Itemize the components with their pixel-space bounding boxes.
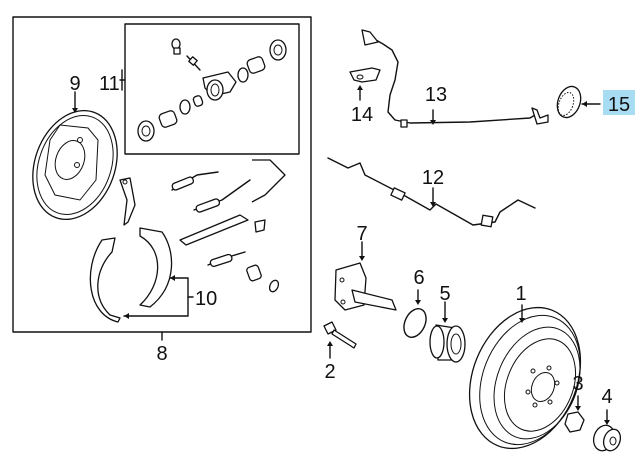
wheel-bearing-part[interactable] bbox=[429, 324, 466, 363]
dust-cap-part[interactable] bbox=[590, 422, 623, 453]
wheel-cylinder-kit-box bbox=[124, 23, 300, 155]
callout-15[interactable]: 15 bbox=[608, 94, 630, 116]
brake-hardware[interactable] bbox=[119, 159, 286, 293]
callout-7[interactable]: 7 bbox=[356, 223, 367, 245]
callout-5[interactable]: 5 bbox=[439, 283, 450, 305]
callout-10-leader bbox=[123, 275, 194, 319]
brake-shoes-part[interactable] bbox=[89, 227, 173, 323]
callout-11[interactable]: 11 bbox=[99, 73, 120, 95]
wheel-cylinder-parts[interactable] bbox=[137, 38, 287, 142]
callout-12[interactable]: 12 bbox=[422, 167, 444, 189]
sensor-bracket-part[interactable] bbox=[349, 67, 381, 83]
spindle-part[interactable] bbox=[334, 262, 397, 311]
callout-10[interactable]: 10 bbox=[195, 288, 217, 310]
brake-drum-part[interactable] bbox=[449, 291, 600, 465]
snap-ring-part[interactable] bbox=[400, 305, 431, 341]
spindle-bolt-part[interactable] bbox=[323, 321, 357, 349]
abs-tone-ring-part[interactable] bbox=[553, 83, 585, 121]
callout-15-highlight bbox=[603, 90, 635, 115]
hub-nut-part[interactable] bbox=[564, 411, 585, 433]
callout-14[interactable]: 14 bbox=[351, 104, 373, 126]
callout-6[interactable]: 6 bbox=[413, 267, 424, 289]
callout-4[interactable]: 4 bbox=[601, 386, 612, 408]
callout-2[interactable]: 2 bbox=[324, 361, 335, 383]
callout-3[interactable]: 3 bbox=[572, 373, 583, 395]
abs-sensor-part[interactable] bbox=[361, 29, 549, 128]
callout-1[interactable]: 1 bbox=[515, 283, 526, 305]
callout-13[interactable]: 13 bbox=[425, 84, 447, 106]
callout-8[interactable]: 8 bbox=[156, 343, 167, 365]
backing-plate-part[interactable] bbox=[18, 99, 131, 232]
callout-9[interactable]: 9 bbox=[69, 73, 80, 95]
